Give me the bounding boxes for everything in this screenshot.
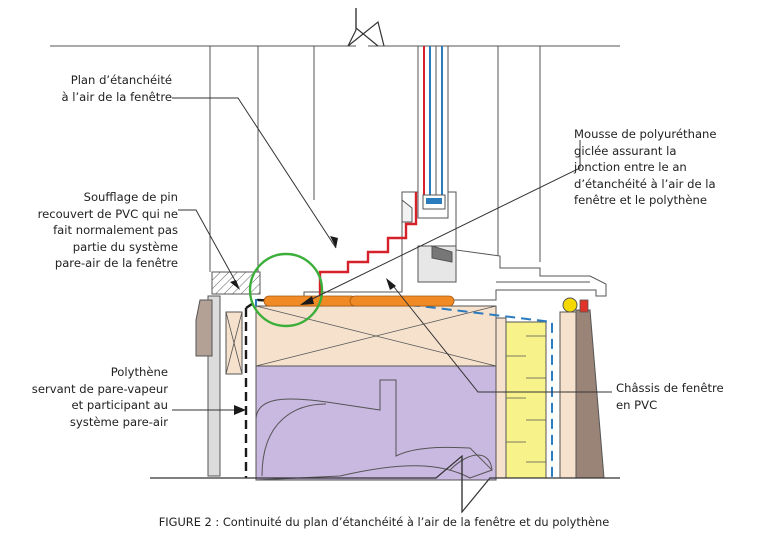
label-polythene: Polythène servant de pare-vapeur et part… bbox=[31, 365, 168, 429]
highlight-circle bbox=[248, 252, 324, 328]
label-spray-foam: Mousse de polyuréthane giclée assurant l… bbox=[574, 127, 717, 207]
leader-lines bbox=[172, 97, 612, 411]
label-air-barrier-plane: Plan d’étanchéité à l’air de la fenêtre bbox=[61, 73, 172, 104]
figure-caption: FIGURE 2 : Continuité du plan d’étanchéi… bbox=[158, 515, 610, 529]
label-pine-casing: Soufflage de pin recouvert de PVC qui ne… bbox=[37, 190, 178, 270]
break-line-top bbox=[347, 8, 385, 47]
upper-wall bbox=[50, 45, 620, 272]
sealant-bead bbox=[562, 297, 578, 313]
break-line-top-2 bbox=[355, 8, 379, 47]
pvc-window-frame bbox=[303, 191, 607, 301]
arrowheads bbox=[230, 236, 396, 415]
glazing-unit bbox=[417, 45, 449, 219]
exterior-gasket bbox=[579, 299, 589, 313]
window-air-barrier-line bbox=[318, 192, 418, 296]
framing bbox=[195, 295, 605, 481]
spray-foam bbox=[263, 295, 455, 307]
label-pvc-frame: Châssis de fenêtre en PVC bbox=[616, 381, 724, 412]
